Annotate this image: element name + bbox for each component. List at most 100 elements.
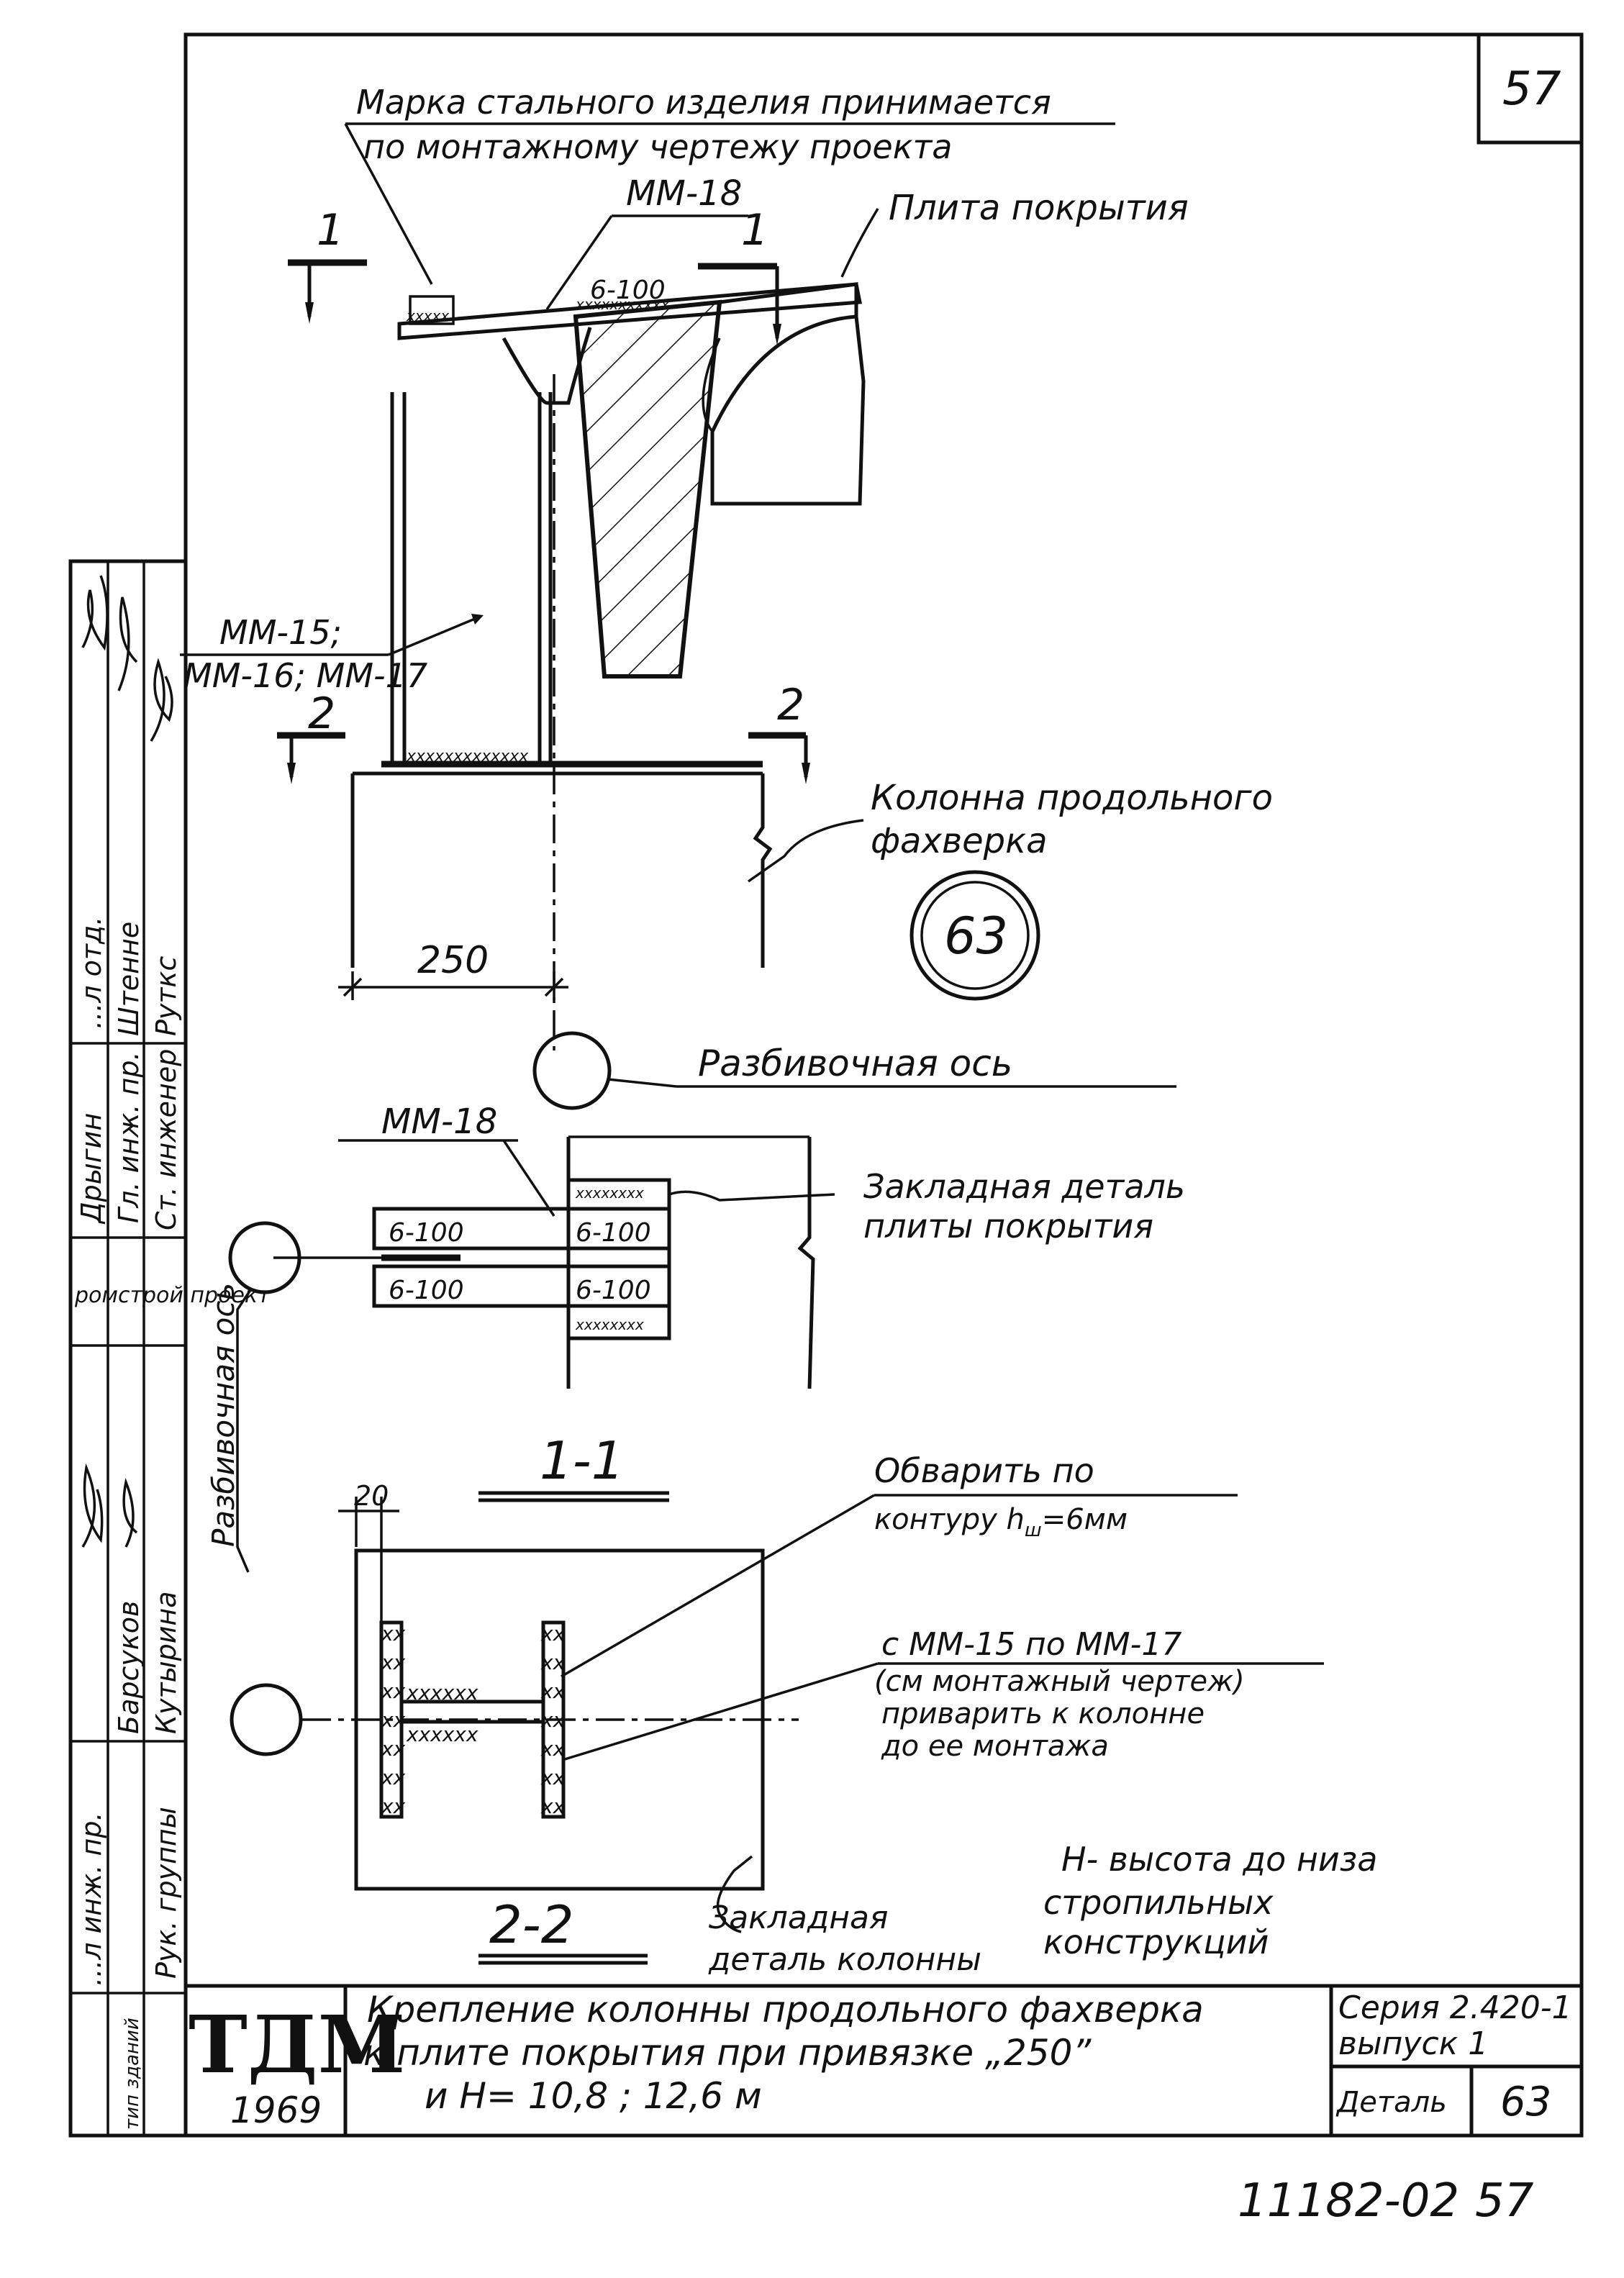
section-1-left-label: 1	[317, 205, 344, 255]
elevation-view: xxxxx xxxxxxxxxxx xxxxxxxxxxxxx	[180, 122, 1176, 1110]
doc-number: 11182-02	[1238, 2174, 1459, 2228]
stamp-role-6: Рук. группы	[150, 1807, 182, 1979]
detail-no: 63	[944, 907, 1008, 966]
s22-embed-2: деталь колонны	[708, 1941, 981, 1978]
year: 1969	[230, 2089, 322, 2131]
s11-title: 1-1	[540, 1430, 625, 1491]
svg-text:xx: xx	[540, 1737, 566, 1761]
slab-flange	[710, 282, 858, 433]
svg-text:xx: xx	[381, 1651, 406, 1674]
label-slab: Плита покрытия	[889, 188, 1189, 228]
svg-text:xx: xx	[540, 1794, 566, 1818]
svg-text:xx: xx	[381, 1622, 406, 1646]
column-body-right	[753, 773, 773, 968]
svg-text:xx: xx	[540, 1651, 566, 1674]
s22-title: 2-2	[489, 1894, 574, 1955]
title-line-1: Крепление колонны продольного фахверка	[367, 1989, 1204, 2030]
stamp-name-1: Дрыгин	[76, 1113, 107, 1225]
section-2-left-label: 2	[308, 689, 335, 739]
s22-dim-20: 20	[354, 1480, 389, 1512]
weld-top: 6-100	[590, 276, 666, 305]
label-mm16-17: ММ-16; ММ-17	[183, 656, 427, 695]
section-1-1-labels: ММ-18 6-100 6-100 6-100 6-100 Закладная …	[206, 1102, 1185, 1547]
s22-h-note-2: стропильных	[1043, 1883, 1274, 1922]
plan-plate-top	[372, 1207, 671, 1251]
slab-body	[710, 316, 866, 506]
svg-text:xx: xx	[381, 1794, 406, 1818]
s22-weld-note-2: контуру hш=6мм	[874, 1503, 1128, 1541]
svg-text:xxxxxxxx: xxxxxxxx	[575, 1316, 644, 1333]
axis-label-top: Разбивочная ось	[698, 1043, 1012, 1084]
s11-embed-1: Закладная деталь	[863, 1167, 1185, 1206]
signature-2	[117, 596, 138, 691]
doc-page: 57	[1475, 2174, 1534, 2228]
logo: ТДМ	[189, 1998, 405, 2091]
slab-rib	[573, 299, 722, 679]
stamp-name-5: Барсуков	[113, 1601, 145, 1734]
side-stamp-text: ...л отд. Дрыгин Гл. инж. пр. Штенне Ст.…	[74, 575, 271, 2130]
signature-5	[122, 1477, 138, 1548]
section-1-right-label: 1	[741, 205, 768, 255]
detail-circle-inner	[920, 881, 1030, 990]
stamp-role-2: Гл. инж. пр.	[113, 1051, 145, 1223]
s22-mm-note-1: с ММ-15 по ММ-17	[881, 1626, 1181, 1663]
s22-embed-1: Закладная	[709, 1900, 888, 1936]
s11-weld-2: 6-100	[389, 1276, 464, 1305]
svg-text:xx: xx	[381, 1766, 406, 1789]
s22-mm-note-3: приварить к колонне	[881, 1697, 1205, 1730]
elevation-labels: Марка стального изделия принимается по м…	[183, 83, 1273, 1084]
svg-text:xx: xx	[381, 1737, 406, 1761]
title-line-2: к плите покрытия при привязке „250”	[363, 2032, 1092, 2074]
side-stamp	[68, 559, 188, 2138]
plan-plate-bottom	[372, 1264, 671, 1308]
svg-text:xx: xx	[381, 1679, 406, 1703]
stamp-org: ромстрой проект	[74, 1283, 271, 1308]
stamp-role-1: ...л отд.	[76, 917, 107, 1029]
slab-embed	[566, 1178, 671, 1340]
detail-value: 63	[1500, 2079, 1551, 2125]
stamp-type: тип зданий	[122, 2018, 143, 2130]
axis-bubble-top	[532, 1031, 612, 1110]
s11-weld-4: 6-100	[576, 1276, 651, 1305]
series-2: выпуск 1	[1338, 2025, 1488, 2062]
axis-bubble-bottom	[230, 1683, 303, 1756]
s22-mm-note-2: (см монтажный чертеж)	[874, 1665, 1245, 1698]
s22-mm-note-4: до ее монтажа	[881, 1730, 1109, 1763]
page-number: 57	[1502, 63, 1561, 116]
s11-embed-2: плиты покрытия	[863, 1207, 1153, 1245]
svg-text:xxxxxx: xxxxxx	[406, 1723, 478, 1746]
signature-1	[81, 575, 109, 651]
sheet-frame	[183, 32, 1584, 2138]
series-1: Серия 2.420-1	[1338, 1989, 1572, 2026]
i-web	[399, 1700, 545, 1724]
title-block: ТДМ 1969 Крепление колонны продольного ф…	[189, 1989, 1572, 2131]
note-line-2: по монтажному чертежу проекта	[363, 127, 953, 166]
s11-axis-label: Разбивочная ось	[206, 1283, 241, 1547]
signature-3	[150, 658, 173, 742]
stamp-role-3: Ст. инженер	[150, 1049, 182, 1230]
signature-4	[81, 1463, 104, 1548]
stamp-name-6: Кутырина	[150, 1591, 182, 1734]
note-leader	[344, 123, 433, 285]
axis-bubble-mid	[228, 1221, 301, 1294]
section-1-1: xxxxxxxx xxxxxxxx	[228, 1135, 835, 1573]
stamp-role-5: ...л инж. пр.	[76, 1812, 107, 1986]
svg-text:xxxxxxxx: xxxxxxxx	[575, 1184, 644, 1202]
detail-circle-outer	[909, 870, 1040, 1001]
s11-weld-1: 6-100	[389, 1218, 464, 1248]
svg-text:xxxxxxxxxxxxx: xxxxxxxxxxxxx	[406, 748, 529, 766]
label-mm15: ММ-15;	[219, 613, 342, 652]
s22-h-note-3: конструкций	[1043, 1923, 1269, 1961]
s11-mm18: ММ-18	[381, 1102, 497, 1142]
svg-text:xxxxx: xxxxx	[406, 307, 449, 325]
stamp-name-2: Штенне	[113, 922, 145, 1036]
s22-h-note-1: Н- высота до низа	[1061, 1840, 1377, 1879]
s22-weld-note-1: Обварить по	[874, 1451, 1094, 1490]
slab-edge-right	[797, 1137, 815, 1389]
label-mm18: ММ-18	[626, 173, 742, 214]
title-line-3: и Н= 10,8 ; 12,6 м	[425, 2075, 762, 2117]
section-2-right-label: 2	[777, 680, 804, 730]
svg-text:xx: xx	[540, 1679, 566, 1703]
svg-text:xxxxxx: xxxxxx	[406, 1681, 478, 1705]
